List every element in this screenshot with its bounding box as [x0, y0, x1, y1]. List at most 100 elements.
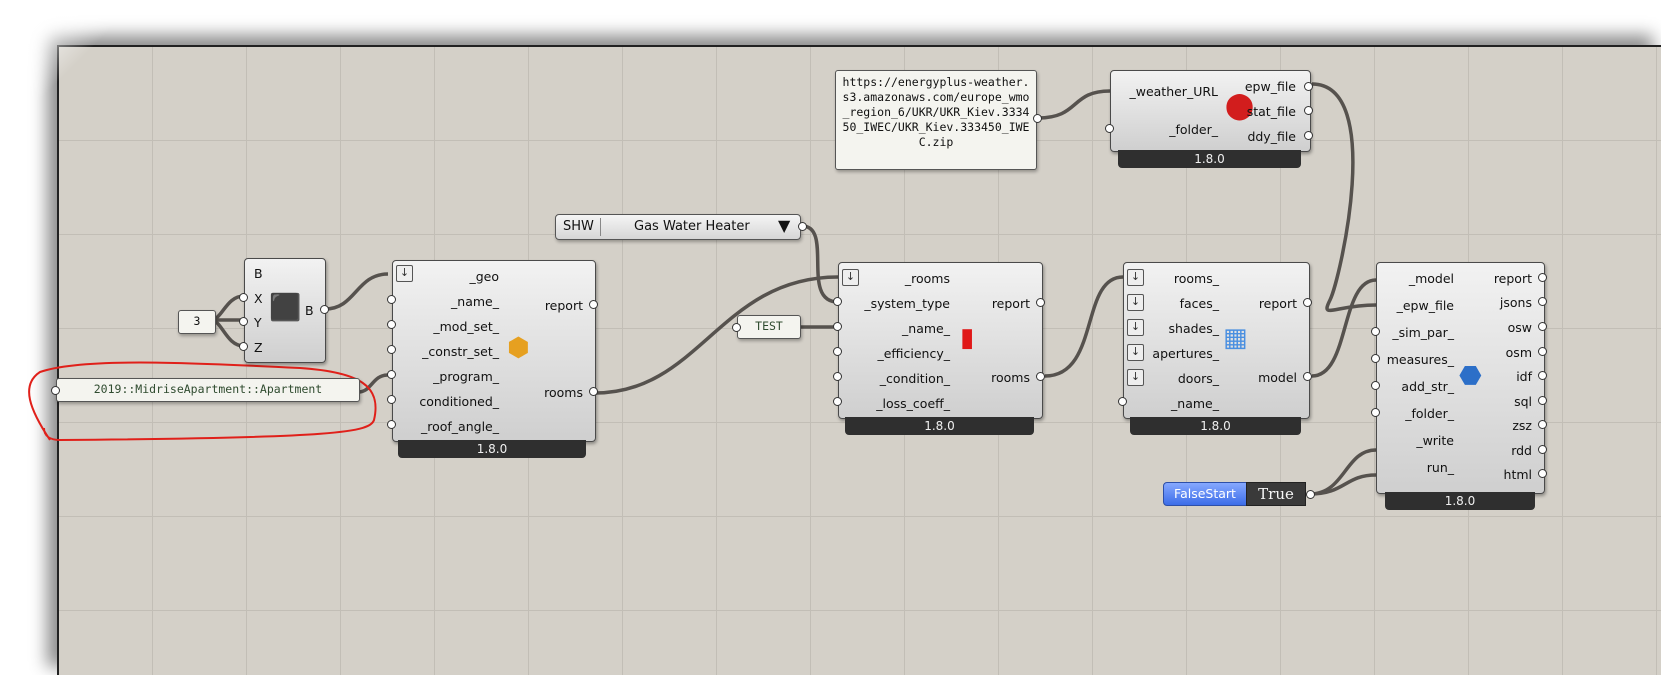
port-box-z[interactable] [239, 342, 248, 351]
weather-output-stat: stat_file [1246, 104, 1296, 119]
url-panel[interactable]: https://energyplus-weather.s3.amazonaws.… [835, 70, 1037, 170]
port-shw-system-type[interactable] [833, 297, 842, 306]
port-program-in[interactable] [51, 386, 60, 395]
name-text: TEST [755, 319, 783, 333]
run-output-rdd: rdd [1511, 443, 1532, 458]
weather-output-epw: epw_file [1244, 79, 1296, 94]
shw-dropdown[interactable]: SHW Gas Water Heater ▼ [555, 214, 801, 240]
port-box-x[interactable] [239, 293, 248, 302]
port-weather-epw[interactable] [1304, 82, 1313, 91]
port-run-jsons[interactable] [1538, 297, 1547, 306]
download-weather-component[interactable]: _weather_URL _folder_ ⬤ epw_file stat_fi… [1105, 70, 1313, 152]
port-model-name[interactable] [1118, 397, 1127, 406]
port-run-folder[interactable] [1371, 408, 1380, 417]
port-room-roof-angle[interactable] [387, 420, 396, 429]
port-run-idf[interactable] [1538, 371, 1547, 380]
model-output-report: report [1258, 296, 1297, 311]
run-output-jsons: jsons [1499, 295, 1532, 310]
port-box-y[interactable] [239, 317, 248, 326]
run-input-sim-par: _sim_par_ [1392, 325, 1454, 340]
box-component[interactable]: B X Y Z ⬛ B [239, 258, 329, 363]
port-shw-report[interactable] [1036, 298, 1045, 307]
port-run-measures[interactable] [1371, 354, 1380, 363]
run-version-footer: 1.8.0 [1385, 492, 1535, 510]
box-input-b: B [254, 266, 263, 281]
box-input-z: Z [254, 340, 263, 355]
port-run-html[interactable] [1538, 469, 1547, 478]
port-run-add-str[interactable] [1371, 381, 1380, 390]
shw-input-efficiency: _efficiency_ [877, 346, 950, 361]
boolean-toggle-label[interactable]: FalseStart [1163, 482, 1247, 506]
port-run-sim-par[interactable] [1371, 327, 1380, 336]
port-shw-rooms[interactable] [1036, 372, 1045, 381]
shw-component[interactable]: ↓ _rooms _system_type _name_ _efficiency… [833, 262, 1045, 419]
port-room-rooms[interactable] [589, 387, 598, 396]
run-input-add-str: add_str_ [1401, 379, 1454, 394]
port-shw-condition[interactable] [833, 372, 842, 381]
room-output-rooms: rooms [544, 385, 583, 400]
run-output-zsz: zsz [1512, 418, 1532, 433]
port-run-sql[interactable] [1538, 396, 1547, 405]
port-run-zsz[interactable] [1538, 420, 1547, 429]
shw-version-footer: 1.8.0 [845, 417, 1034, 435]
port-url-out[interactable] [1033, 114, 1042, 123]
doors-arrow-icon: ↓ [1127, 369, 1144, 386]
program-text: 2019::MidriseApartment::Apartment [93, 382, 323, 396]
port-room-constr-set[interactable] [387, 345, 396, 354]
shw-input-condition: _condition_ [879, 371, 950, 386]
dropdown-arrow-icon[interactable]: ▼ [778, 216, 791, 235]
number-slider[interactable]: 3 [178, 310, 216, 334]
model-grid-icon: ▦ [1223, 323, 1248, 353]
port-shw-loss-coeff[interactable] [833, 397, 842, 406]
port-room-report[interactable] [589, 300, 598, 309]
run-input-model: _model [1408, 271, 1454, 286]
port-weather-folder[interactable] [1105, 124, 1114, 133]
port-weather-stat[interactable] [1304, 106, 1313, 115]
port-dropdown-out[interactable] [798, 222, 807, 231]
weather-version-footer: 1.8.0 [1118, 150, 1301, 168]
port-model-report[interactable] [1303, 298, 1312, 307]
port-weather-ddy[interactable] [1304, 131, 1313, 140]
weather-output-ddy: ddy_file [1247, 129, 1296, 144]
port-model-model[interactable] [1303, 372, 1312, 381]
port-name-in[interactable] [732, 323, 741, 332]
port-room-conditioned[interactable] [387, 395, 396, 404]
model-version-footer: 1.8.0 [1130, 417, 1301, 435]
port-toggle-out[interactable] [1306, 490, 1315, 499]
port-room-name[interactable] [387, 295, 396, 304]
port-run-osm[interactable] [1538, 347, 1547, 356]
openstudio-icon: ⬣ [1459, 361, 1482, 391]
run-osw-component[interactable]: _model _epw_file _sim_par_ measures_ add… [1371, 262, 1547, 494]
slider-value: 3 [193, 314, 201, 328]
port-run-osw[interactable] [1538, 322, 1547, 331]
program-panel[interactable]: 2019::MidriseApartment::Apartment [56, 378, 360, 402]
run-input-folder: _folder_ [1405, 406, 1454, 421]
weather-input-folder: _folder_ [1169, 122, 1218, 137]
run-output-sql: sql [1514, 394, 1532, 409]
run-input-measures: measures_ [1386, 352, 1454, 367]
room-input-constr-set: _constr_set_ [422, 344, 499, 359]
room-cube-icon: ⬢ [507, 333, 530, 363]
name-panel[interactable]: TEST [737, 315, 801, 339]
box-output-b: B [305, 303, 314, 318]
room-from-solid-component[interactable]: ↓ _geo _name_ _mod_set_ _constr_set_ _pr… [387, 260, 598, 442]
room-output-report: report [544, 298, 583, 313]
box-input-x: X [254, 291, 263, 306]
port-run-report[interactable] [1538, 273, 1547, 282]
model-output-model: model [1258, 370, 1297, 385]
port-room-program[interactable] [387, 370, 396, 379]
port-box-out[interactable] [320, 305, 329, 314]
port-shw-efficiency[interactable] [833, 347, 842, 356]
port-shw-name[interactable] [833, 322, 842, 331]
run-input-run: run_ [1426, 460, 1454, 475]
shw-input-system-type: _system_type [864, 296, 950, 311]
apertures-arrow-icon: ↓ [1127, 344, 1144, 361]
run-output-osm: osm [1505, 345, 1532, 360]
port-room-mod-set[interactable] [387, 320, 396, 329]
room-version-footer: 1.8.0 [398, 440, 586, 458]
port-run-rdd[interactable] [1538, 445, 1547, 454]
box-input-y: Y [254, 315, 262, 330]
model-component[interactable]: ↓ ↓ ↓ ↓ ↓ rooms_ faces_ shades_ aperture… [1118, 262, 1312, 419]
boolean-toggle-value[interactable]: True [1246, 482, 1306, 506]
